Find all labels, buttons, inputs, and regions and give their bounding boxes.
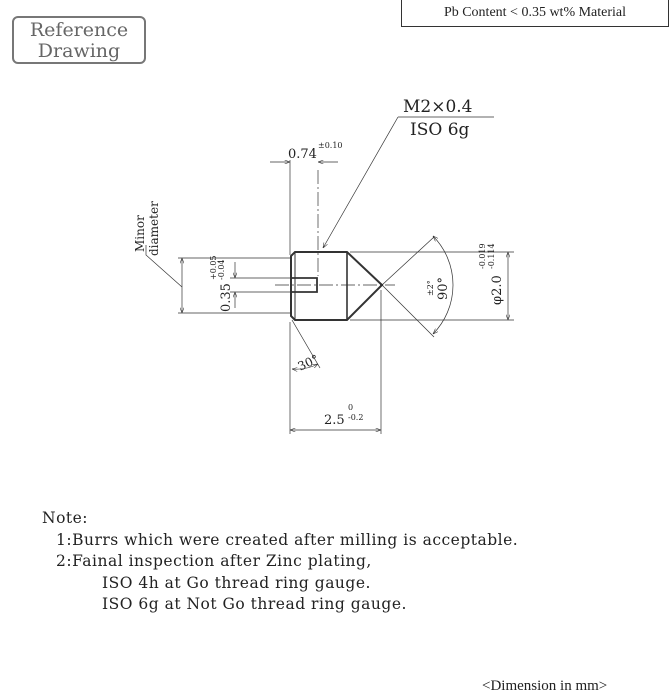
- stamp-line-1: Reference: [29, 19, 129, 41]
- slot-width-tol: ±0.10: [318, 141, 343, 150]
- slot: [291, 277, 318, 293]
- dimension-labels: M2×0.4 ISO 6g 0.74 ±0.10 0.35 +0.05 -0.0…: [133, 97, 505, 428]
- reference-drawing-stamp: Reference Drawing: [12, 16, 146, 64]
- slot-width-value: 0.74: [288, 147, 317, 162]
- slot-depth-value: 0.35: [219, 283, 234, 312]
- thread-spec: M2×0.4: [403, 97, 473, 117]
- point-angle: 90°: [436, 277, 451, 300]
- point-angle-tol: ±2°: [426, 280, 435, 296]
- minor-diameter-label-1: Minor: [133, 215, 147, 252]
- notes-title: Note:: [42, 509, 89, 527]
- part-outline: [290, 251, 384, 321]
- length-value: 2.5: [324, 413, 345, 428]
- stamp-line-2: Drawing: [37, 40, 121, 62]
- notes: Note: 1:Burrs which were created after m…: [42, 508, 518, 616]
- chamfer-angle: 30°: [296, 352, 321, 374]
- diameter-tol-upper: -0.019: [478, 243, 487, 269]
- note-2b: ISO 6g at Not Go thread ring gauge.: [102, 595, 407, 613]
- length-tol-lower: -0.2: [348, 413, 363, 422]
- thread-tolerance: ISO 6g: [410, 120, 470, 140]
- slot-depth-tol-upper: +0.05: [209, 255, 218, 280]
- note-2: 2:Fainal inspection after Zinc plating,: [56, 552, 372, 570]
- diameter-value: φ2.0: [490, 275, 505, 305]
- minor-diameter-label-2: diameter: [147, 201, 161, 256]
- diameter-tol-lower: -0.114: [487, 243, 496, 269]
- note-1: 1:Burrs which were created after milling…: [56, 530, 519, 549]
- length-tol-upper: 0: [348, 403, 353, 412]
- dimension-unit-note: <Dimension in mm>: [482, 678, 608, 694]
- note-2a: ISO 4h at Go thread ring gauge.: [102, 573, 371, 592]
- slot-depth-tol-lower: -0.04: [217, 259, 226, 280]
